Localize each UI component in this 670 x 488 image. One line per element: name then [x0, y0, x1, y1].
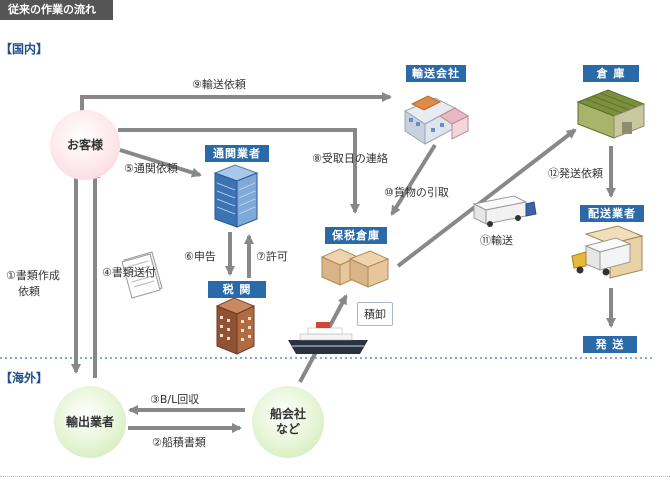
region-label-overseas: 【海外】 [0, 371, 49, 385]
office-building-icon [213, 164, 259, 228]
step-10-label: ⑩貨物の引取 [384, 186, 449, 199]
step-1-label: ①書類作成 依頼 [6, 268, 60, 300]
step-1-line1: ①書類作成 [6, 269, 60, 282]
tag-customs: 税 関 [208, 281, 266, 298]
transport-building-icon [403, 95, 470, 145]
arrow-11 [396, 128, 577, 268]
warehouse-icon [576, 89, 646, 139]
step-3-label: ③B/L回収 [150, 393, 200, 406]
step-5-label: ⑤通関依頼 [124, 162, 178, 175]
tag-warehouse: 倉 庫 [583, 65, 639, 82]
step-7-label: ⑦許可 [256, 250, 288, 263]
step-11-label: ⑪輸送 [480, 234, 513, 247]
tag-transport-company: 輸送会社 [406, 65, 466, 82]
document-icon [121, 251, 163, 299]
customs-building-icon [215, 297, 256, 355]
cargo-ship-icon [288, 322, 368, 354]
arrow-8 [118, 128, 360, 214]
shipping-company-label-line1: 船会社 [269, 407, 306, 421]
tag-customs-broker: 通関業者 [205, 145, 269, 162]
truck-icon [472, 195, 537, 227]
shipping-company-node: 船会社 など [252, 386, 324, 458]
step-4-label: ④書類送付 [102, 266, 156, 279]
step-2-label: ②船積書類 [152, 436, 206, 449]
page-title: 従来の作業の流れ [0, 0, 113, 20]
customer-label: お客様 [66, 137, 103, 152]
footer-divider [0, 476, 670, 477]
arrow-5 [119, 148, 202, 178]
shipping-company-label: 船会社 など [270, 407, 306, 437]
customer-node: お客様 [50, 110, 120, 180]
arrow-9 [80, 92, 392, 112]
exporter-label: 輸出業者 [65, 414, 114, 429]
region-label-domestic: 【国内】 [0, 42, 49, 56]
exporter-node: 輸出業者 [54, 386, 126, 458]
tag-delivery-company: 配送業者 [580, 205, 644, 222]
step-8-label: ⑧受取日の連絡 [312, 152, 388, 165]
step-9-label: ⑨輸送依頼 [192, 78, 246, 91]
cardboard-boxes-icon [320, 248, 390, 288]
arrow-10 [390, 143, 437, 216]
delivery-truck-icon [571, 225, 644, 279]
tag-bonded-warehouse: 保税倉庫 [325, 227, 387, 244]
shipping-company-label-line2: など [275, 422, 300, 436]
step-6-label: ⑥申告 [184, 250, 216, 263]
step-12-label: ⑫発送依頼 [548, 167, 603, 180]
unloading-callout: 積卸 [357, 302, 393, 326]
step-1-line2: 依頼 [18, 285, 40, 298]
tag-shipping: 発 送 [583, 336, 637, 353]
